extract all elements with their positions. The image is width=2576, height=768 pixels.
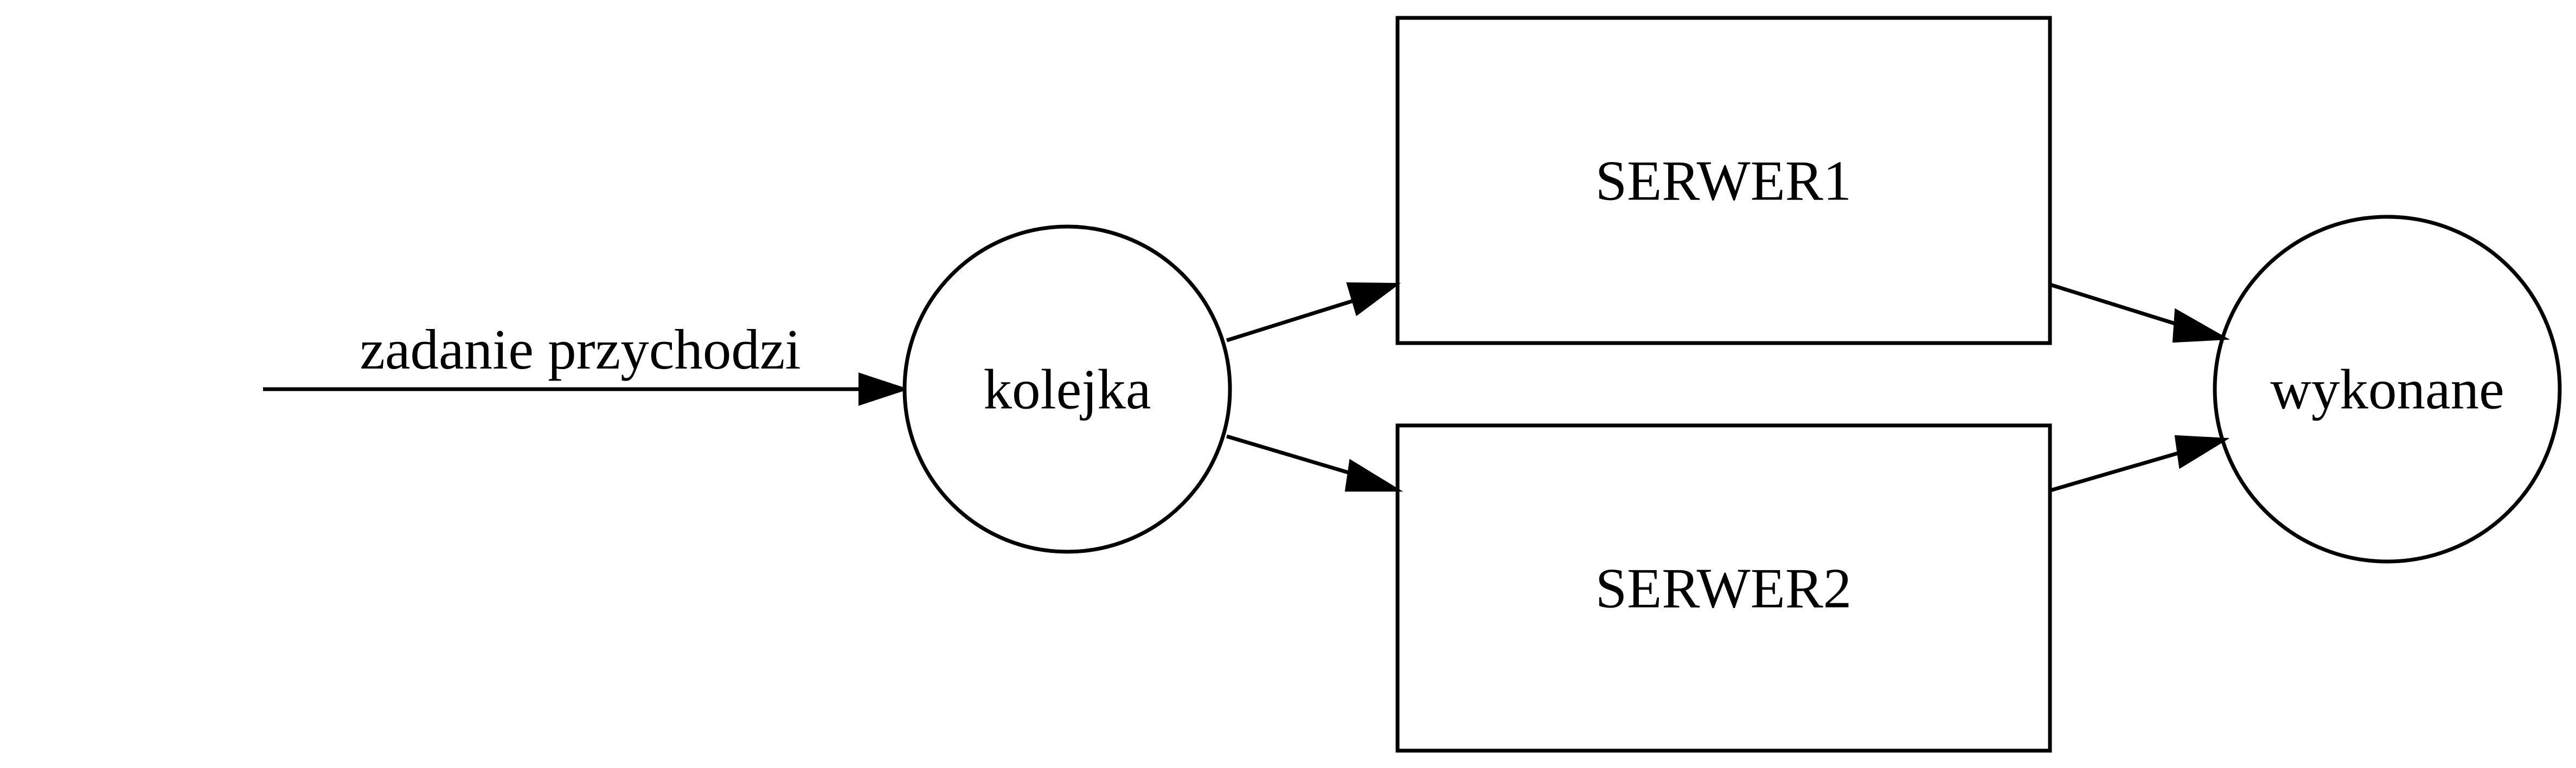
node-queue: kolejka [902, 224, 1232, 554]
edge-label-incoming: zadanie przychodzi [360, 318, 800, 381]
node-done: wykonane [2213, 215, 2562, 564]
edge-incoming: zadanie przychodzi [263, 318, 909, 406]
node-server1: SERWER1 [1395, 16, 2052, 345]
node-queue-label: kolejka [983, 358, 1151, 421]
edge-incoming-arrowhead [858, 372, 909, 406]
edge-server1-done-line [2049, 282, 2181, 327]
node-server1-label: SERWER1 [1595, 149, 1852, 212]
node-done-label: wykonane [2270, 358, 2504, 421]
node-server2-box [1395, 423, 2052, 753]
node-queue-circle [902, 224, 1232, 554]
node-server2: SERWER2 [1395, 423, 2052, 753]
edge-queue-server1-arrowhead [1346, 282, 1401, 317]
edge-server2-done-arrowhead [2174, 435, 2230, 469]
node-server2-label: SERWER2 [1595, 557, 1852, 620]
edge-server1-done [2049, 282, 2230, 343]
edge-queue-server1-line [1226, 299, 1354, 343]
edge-server1-done-arrowhead [2172, 308, 2230, 343]
edge-server2-done-line [2049, 450, 2181, 493]
node-server1-box [1395, 16, 2052, 345]
edge-queue-server2-line [1226, 434, 1355, 476]
node-done-circle [2213, 215, 2562, 564]
edge-queue-server2-arrowhead [1344, 459, 1404, 492]
edge-queue-server1 [1226, 282, 1401, 343]
edge-queue-server2 [1226, 434, 1404, 492]
edge-server2-done [2049, 435, 2230, 493]
